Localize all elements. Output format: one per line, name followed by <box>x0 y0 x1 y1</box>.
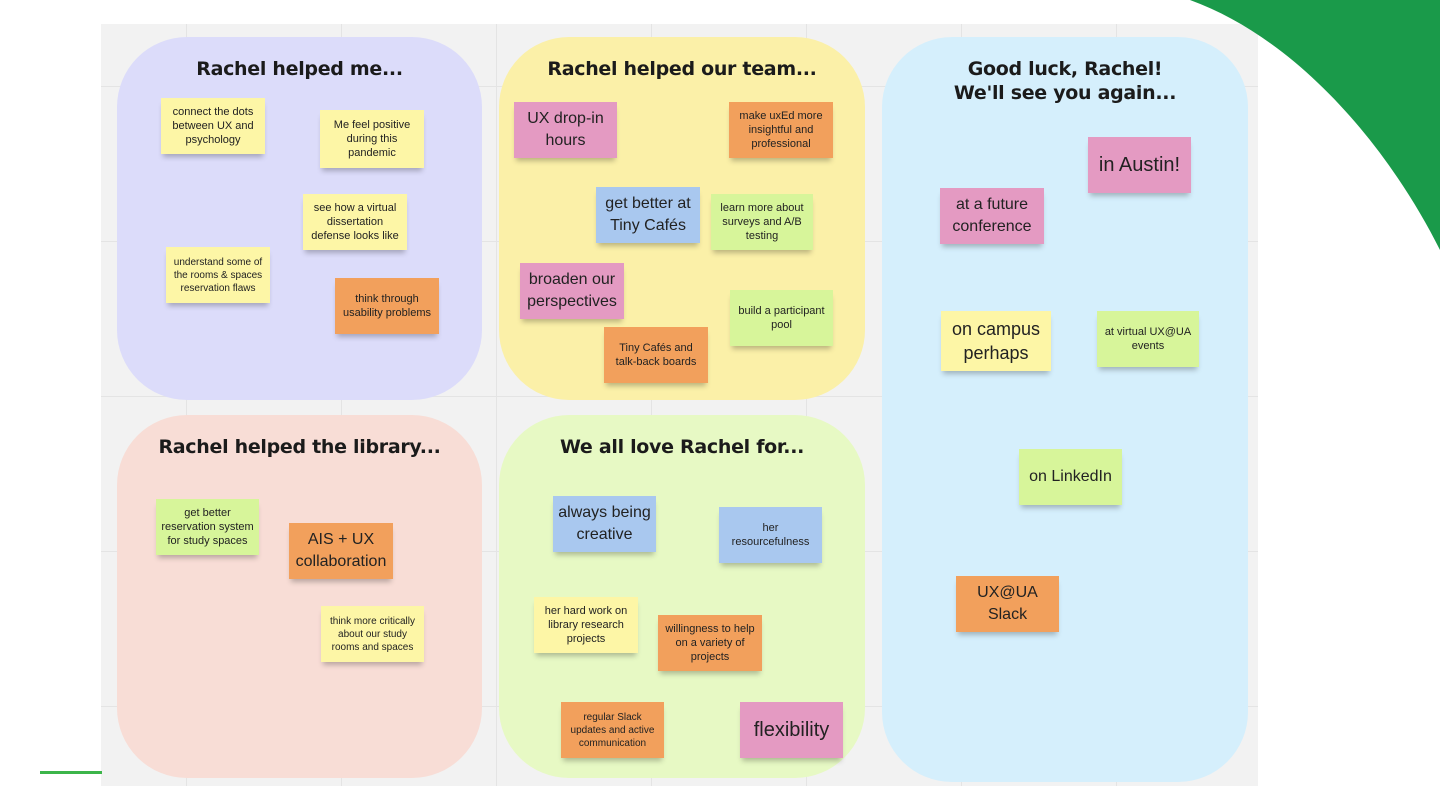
sticky-note[interactable]: broaden our perspectives <box>520 263 624 319</box>
region-good-luck[interactable]: Good luck, Rachel! We'll see you again..… <box>882 37 1248 782</box>
region-helped-me[interactable]: Rachel helped me... <box>117 37 482 400</box>
sticky-note[interactable]: willingness to help on a variety of proj… <box>658 615 762 671</box>
sticky-note[interactable]: think through usability problems <box>335 278 439 334</box>
sticky-note[interactable]: AIS + UX collaboration <box>289 523 393 579</box>
green-line-decoration <box>40 771 102 774</box>
sticky-note[interactable]: learn more about surveys and A/B testing <box>711 194 813 250</box>
sticky-note[interactable]: understand some of the rooms & spaces re… <box>166 247 270 303</box>
sticky-note[interactable]: Me feel positive during this pandemic <box>320 110 424 168</box>
sticky-note[interactable]: build a participant pool <box>730 290 833 346</box>
region-title: We all love Rachel for... <box>559 436 805 458</box>
sticky-note[interactable]: regular Slack updates and active communi… <box>561 702 664 758</box>
sticky-note[interactable]: see how a virtual dissertation defense l… <box>303 194 407 250</box>
region-title: Rachel helped me... <box>196 58 403 80</box>
sticky-note[interactable]: on LinkedIn <box>1019 449 1122 505</box>
sticky-note[interactable]: get better at Tiny Cafés <box>596 187 700 243</box>
sticky-note[interactable]: get better reservation system for study … <box>156 499 259 555</box>
sticky-note[interactable]: at a future conference <box>940 188 1044 244</box>
sticky-note[interactable]: Tiny Cafés and talk-back boards <box>604 327 708 383</box>
sticky-note[interactable]: her hard work on library research projec… <box>534 597 638 653</box>
sticky-note[interactable]: always being creative <box>553 496 656 552</box>
sticky-note[interactable]: think more critically about our study ro… <box>321 606 424 662</box>
region-title: Good luck, Rachel! We'll see you again..… <box>953 58 1177 104</box>
sticky-note[interactable]: UX@UA Slack <box>956 576 1059 632</box>
sticky-note[interactable]: connect the dots between UX and psycholo… <box>161 98 265 154</box>
green-arc-decoration <box>1190 0 1440 250</box>
region-library[interactable]: Rachel helped the library... <box>117 415 482 778</box>
sticky-note[interactable]: at virtual UX@UA events <box>1097 311 1199 367</box>
sticky-note[interactable]: flexibility <box>740 702 843 758</box>
sticky-note[interactable]: UX drop-in hours <box>514 102 617 158</box>
region-title: Rachel helped the library... <box>158 436 441 458</box>
sticky-note[interactable]: on campus perhaps <box>941 311 1051 371</box>
region-title: Rachel helped our team... <box>547 58 817 80</box>
sticky-note[interactable]: in Austin! <box>1088 137 1191 193</box>
sticky-note[interactable]: make uxEd more insightful and profession… <box>729 102 833 158</box>
sticky-note[interactable]: her resourcefulness <box>719 507 822 563</box>
